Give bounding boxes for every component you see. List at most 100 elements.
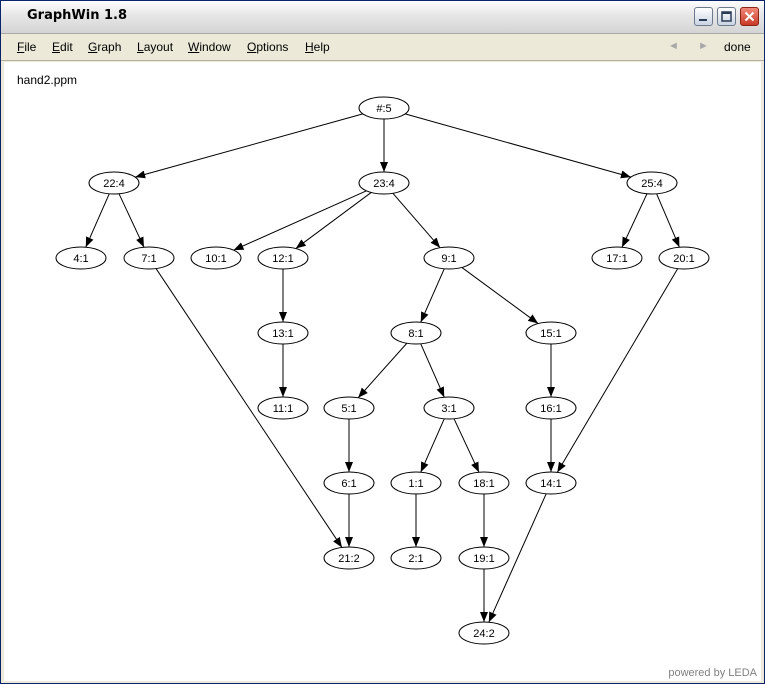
maximize-button[interactable] bbox=[717, 7, 736, 26]
maximize-icon bbox=[721, 11, 732, 22]
graph-drawing[interactable]: #:5 22:4 23:4 25:4 4:1 7:1 10:1 12:1 9:1 17:1 20:1… bbox=[4, 62, 761, 681]
node-ellipse[interactable] bbox=[257, 246, 309, 270]
graph-edge[interactable] bbox=[85, 193, 110, 248]
node-ellipse[interactable] bbox=[458, 546, 510, 570]
graph-edge[interactable] bbox=[404, 113, 632, 179]
node-ellipse[interactable] bbox=[390, 546, 442, 570]
graph-node[interactable]: 6:1 bbox=[323, 471, 375, 495]
node-ellipse[interactable] bbox=[658, 246, 710, 270]
graph-node[interactable]: 24:2 bbox=[458, 621, 510, 645]
filename-label: hand2.ppm bbox=[17, 73, 78, 87]
graph-node[interactable]: 7:1 bbox=[123, 246, 175, 270]
menu-help[interactable]: Help bbox=[305, 40, 330, 54]
graph-node[interactable]: 14:1 bbox=[525, 471, 577, 495]
node-ellipse[interactable] bbox=[323, 396, 375, 420]
graph-node[interactable]: 13:1 bbox=[257, 321, 309, 345]
node-label: 4:1 bbox=[73, 253, 88, 265]
graph-node[interactable]: 16:1 bbox=[525, 396, 577, 420]
graph-node[interactable]: 15:1 bbox=[525, 321, 577, 345]
node-label: 12:1 bbox=[272, 253, 293, 265]
menu-graph[interactable]: Graph bbox=[88, 40, 122, 54]
graph-node[interactable]: 19:1 bbox=[458, 546, 510, 570]
done-button[interactable]: done bbox=[724, 40, 751, 54]
node-ellipse[interactable] bbox=[55, 246, 107, 270]
node-ellipse[interactable] bbox=[123, 246, 175, 270]
graph-edge[interactable] bbox=[155, 268, 343, 548]
node-ellipse[interactable] bbox=[323, 471, 375, 495]
graph-edge[interactable] bbox=[420, 343, 445, 398]
graph-node[interactable]: 9:1 bbox=[423, 246, 475, 270]
graph-edge[interactable] bbox=[135, 113, 363, 179]
graph-edge[interactable] bbox=[420, 418, 445, 473]
graph-node[interactable]: 2:1 bbox=[390, 546, 442, 570]
graph-edge[interactable] bbox=[488, 493, 547, 623]
node-ellipse[interactable] bbox=[458, 471, 510, 495]
node-label: 14:1 bbox=[540, 478, 561, 490]
node-ellipse[interactable] bbox=[626, 171, 678, 195]
node-ellipse[interactable] bbox=[390, 471, 442, 495]
graph-edge[interactable] bbox=[392, 192, 441, 249]
graph-node[interactable]: 11:1 bbox=[257, 396, 309, 420]
graph-edge[interactable] bbox=[357, 342, 408, 399]
graph-edge[interactable] bbox=[453, 418, 480, 473]
close-button[interactable] bbox=[740, 7, 759, 26]
minimize-button[interactable] bbox=[694, 7, 713, 26]
graph-canvas[interactable]: hand2.ppm #:5 22:4 23:4 25:4 4:1 7:1 10:1 12:1 9… bbox=[4, 62, 761, 681]
title-bar[interactable]: GraphWin 1.8 bbox=[1, 1, 764, 34]
node-ellipse[interactable] bbox=[458, 621, 510, 645]
graph-node[interactable]: 10:1 bbox=[190, 246, 242, 270]
node-ellipse[interactable] bbox=[525, 396, 577, 420]
node-ellipse[interactable] bbox=[358, 96, 410, 120]
graph-node[interactable]: 17:1 bbox=[591, 246, 643, 270]
graph-node[interactable]: 22:4 bbox=[88, 171, 140, 195]
graph-node[interactable]: 25:4 bbox=[626, 171, 678, 195]
node-ellipse[interactable] bbox=[423, 396, 475, 420]
menu-options[interactable]: Options bbox=[247, 40, 289, 54]
graph-edge[interactable] bbox=[118, 193, 145, 248]
graph-node[interactable]: 20:1 bbox=[658, 246, 710, 270]
node-ellipse[interactable] bbox=[257, 396, 309, 420]
graph-node[interactable]: 21:2 bbox=[323, 546, 375, 570]
graph-node[interactable]: 23:4 bbox=[358, 171, 410, 195]
node-label: 15:1 bbox=[540, 328, 561, 340]
node-ellipse[interactable] bbox=[591, 246, 643, 270]
node-label: 23:4 bbox=[373, 178, 394, 190]
node-label: 1:1 bbox=[408, 478, 423, 490]
graph-node[interactable]: 4:1 bbox=[55, 246, 107, 270]
graph-edge[interactable] bbox=[656, 193, 680, 248]
back-arrow-icon[interactable]: ◄ bbox=[668, 40, 679, 52]
graph-node[interactable]: 3:1 bbox=[423, 396, 475, 420]
node-ellipse[interactable] bbox=[190, 246, 242, 270]
node-ellipse[interactable] bbox=[390, 321, 442, 345]
graph-edge[interactable] bbox=[621, 193, 648, 248]
graph-edge[interactable] bbox=[461, 267, 539, 324]
graph-node[interactable]: 8:1 bbox=[390, 321, 442, 345]
graph-node[interactable]: 1:1 bbox=[390, 471, 442, 495]
node-ellipse[interactable] bbox=[323, 546, 375, 570]
menu-window[interactable]: Window bbox=[188, 40, 231, 54]
node-label: 2:1 bbox=[408, 553, 423, 565]
graph-node[interactable]: #:5 bbox=[358, 96, 410, 120]
node-ellipse[interactable] bbox=[423, 246, 475, 270]
node-label: 3:1 bbox=[441, 403, 456, 415]
graph-edge[interactable] bbox=[420, 268, 445, 323]
node-label: 22:4 bbox=[103, 178, 124, 190]
node-ellipse[interactable] bbox=[88, 171, 140, 195]
graph-node[interactable]: 18:1 bbox=[458, 471, 510, 495]
graph-edge[interactable] bbox=[295, 192, 372, 249]
forward-arrow-icon[interactable]: ► bbox=[698, 40, 709, 52]
graph-edge[interactable] bbox=[233, 190, 367, 251]
menu-layout[interactable]: Layout bbox=[137, 40, 174, 54]
graph-node[interactable]: 5:1 bbox=[323, 396, 375, 420]
graph-edge[interactable] bbox=[556, 268, 679, 473]
node-label: 20:1 bbox=[673, 253, 694, 265]
graph-node[interactable]: 12:1 bbox=[257, 246, 309, 270]
node-ellipse[interactable] bbox=[358, 171, 410, 195]
powered-by-label: powered by LEDA bbox=[668, 667, 757, 679]
menu-file[interactable]: File bbox=[17, 40, 37, 54]
menu-edit[interactable]: Edit bbox=[52, 40, 73, 54]
node-ellipse[interactable] bbox=[257, 321, 309, 345]
node-ellipse[interactable] bbox=[525, 471, 577, 495]
node-ellipse[interactable] bbox=[525, 321, 577, 345]
